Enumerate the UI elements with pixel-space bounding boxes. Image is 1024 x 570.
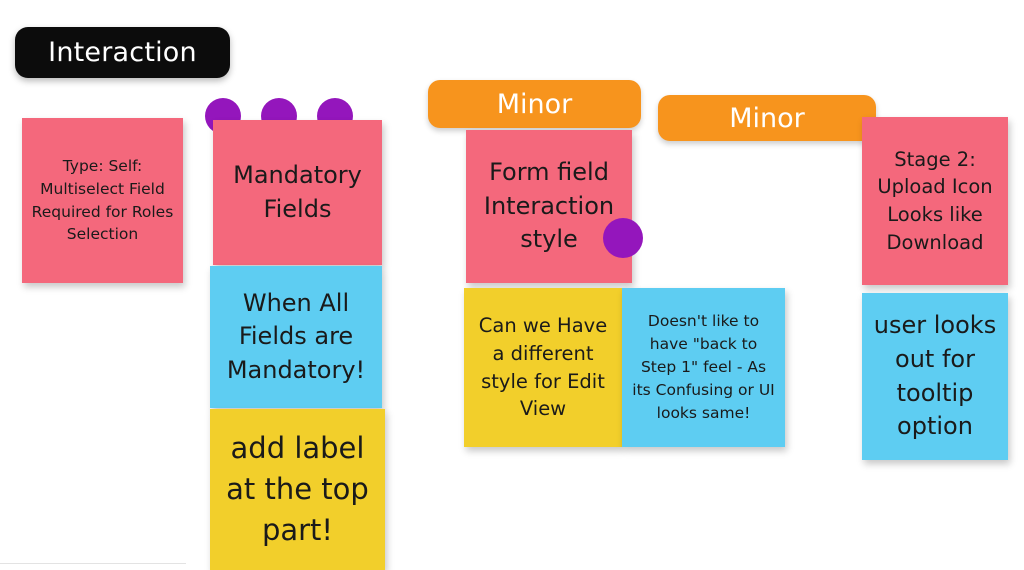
sticky-note-form-field-interaction[interactable]: Form field Interaction style bbox=[466, 130, 632, 283]
tag-minor-1[interactable]: Minor bbox=[428, 80, 641, 128]
sticky-note-text: Form field Interaction style bbox=[483, 158, 615, 254]
sticky-note-upload-icon[interactable]: Stage 2: Upload Icon Looks like Download bbox=[862, 117, 1008, 285]
purple-dot-marker[interactable] bbox=[603, 218, 643, 258]
sticky-note-when-all-fields[interactable]: When All Fields are Mandatory! bbox=[210, 266, 382, 408]
tag-label: Minor bbox=[496, 88, 573, 120]
tag-minor-2[interactable]: Minor bbox=[658, 95, 876, 141]
sticky-note-text: Doesn't like to have "back to Step 1" fe… bbox=[632, 312, 775, 422]
sticky-note-text: add label at the top part! bbox=[226, 430, 369, 548]
sticky-note-add-label[interactable]: add label at the top part! bbox=[210, 409, 385, 570]
sticky-note-text: When All Fields are Mandatory! bbox=[226, 288, 366, 384]
page-title: Interaction bbox=[48, 37, 197, 68]
sticky-note-text: Type: Self: Multiselect Field Required f… bbox=[31, 156, 174, 244]
sticky-note-back-to-step-1[interactable]: Doesn't like to have "back to Step 1" fe… bbox=[622, 288, 785, 447]
sticky-note-edit-view-style[interactable]: Can we Have a different style for Edit V… bbox=[464, 288, 622, 447]
sticky-note-roles-selection[interactable]: Type: Self: Multiselect Field Required f… bbox=[22, 118, 183, 283]
sticky-note-mandatory-fields[interactable]: Mandatory Fields bbox=[213, 120, 382, 265]
sticky-note-text: Mandatory Fields bbox=[233, 160, 362, 223]
sticky-note-text: Stage 2: Upload Icon Looks like Download bbox=[877, 147, 993, 254]
tag-label: Minor bbox=[729, 102, 805, 134]
divider-line bbox=[0, 563, 186, 564]
sticky-note-text: user looks out for tooltip option bbox=[873, 311, 997, 441]
board-title-pill[interactable]: Interaction bbox=[15, 27, 230, 78]
sticky-note-text: Can we Have a different style for Edit V… bbox=[478, 314, 608, 421]
sticky-note-tooltip-option[interactable]: user looks out for tooltip option bbox=[862, 293, 1008, 460]
